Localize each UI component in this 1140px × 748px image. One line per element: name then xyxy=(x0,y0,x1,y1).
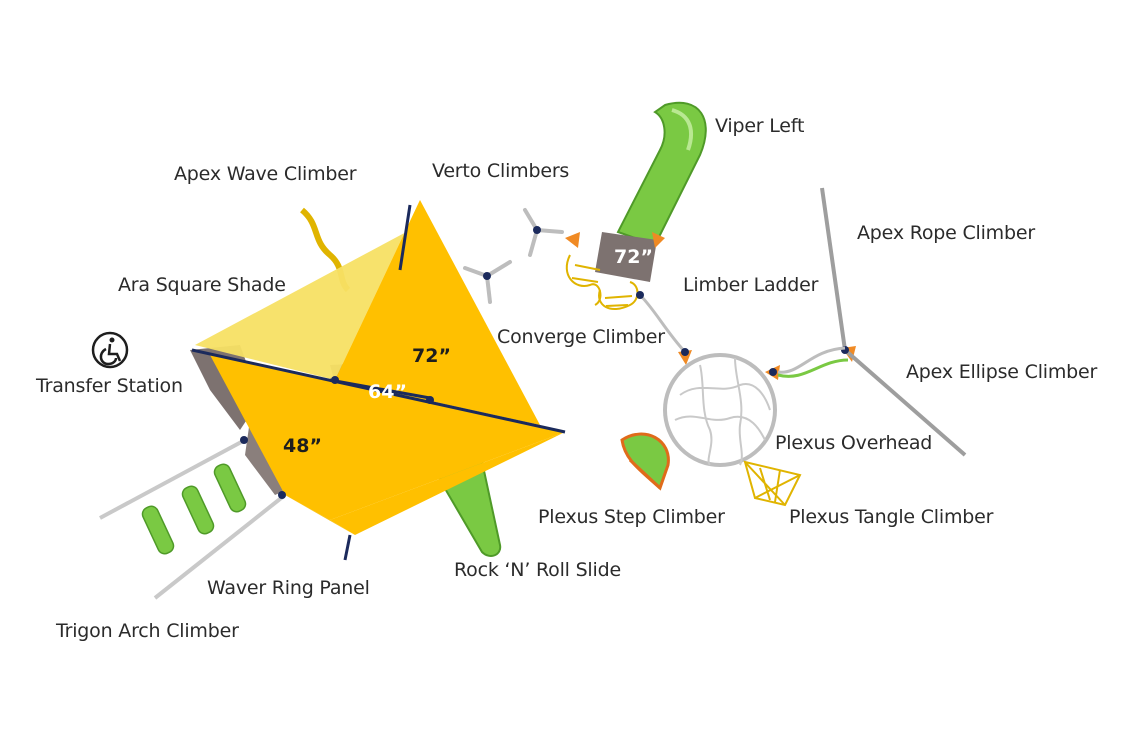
label-plexus-tangle-climber: Plexus Tangle Climber xyxy=(789,506,993,528)
label-apex-ellipse-climber: Apex Ellipse Climber xyxy=(906,361,1097,383)
verto-climbers xyxy=(465,210,562,302)
label-apex-rope-climber: Apex Rope Climber xyxy=(857,222,1035,244)
ara-square-shade xyxy=(192,200,565,560)
label-plexus-step-climber: Plexus Step Climber xyxy=(538,506,725,528)
label-transfer-station: Transfer Station xyxy=(36,375,183,397)
label-limber-ladder: Limber Ladder xyxy=(683,274,818,296)
label-rock-n-roll-slide: Rock ‘N’ Roll Slide xyxy=(454,559,621,581)
plexus-tangle-climber xyxy=(745,462,800,505)
label-viper-left: Viper Left xyxy=(715,115,804,137)
label-plexus-overhead: Plexus Overhead xyxy=(775,432,932,454)
svg-text:72”: 72” xyxy=(614,246,653,268)
apex-ellipse-climber xyxy=(769,348,848,376)
plexus-overhead xyxy=(665,355,775,465)
label-ara-square-shade: Ara Square Shade xyxy=(118,274,286,296)
viper-left-slide xyxy=(618,103,706,245)
label-trigon-arch-climber: Trigon Arch Climber xyxy=(56,620,239,642)
label-converge-climber: Converge Climber xyxy=(497,326,665,348)
label-waver-ring-panel: Waver Ring Panel xyxy=(207,577,370,599)
deck-72-upper: 72” xyxy=(595,232,657,282)
plexus-step-climber xyxy=(622,434,668,488)
label-apex-wave-climber: Apex Wave Climber xyxy=(174,163,356,185)
deck-64: 64” xyxy=(368,381,407,403)
deck-48: 48” xyxy=(283,435,322,457)
label-verto-climbers: Verto Climbers xyxy=(432,160,569,182)
deck-72-left: 72” xyxy=(412,345,451,367)
accessibility-icon xyxy=(93,333,127,367)
